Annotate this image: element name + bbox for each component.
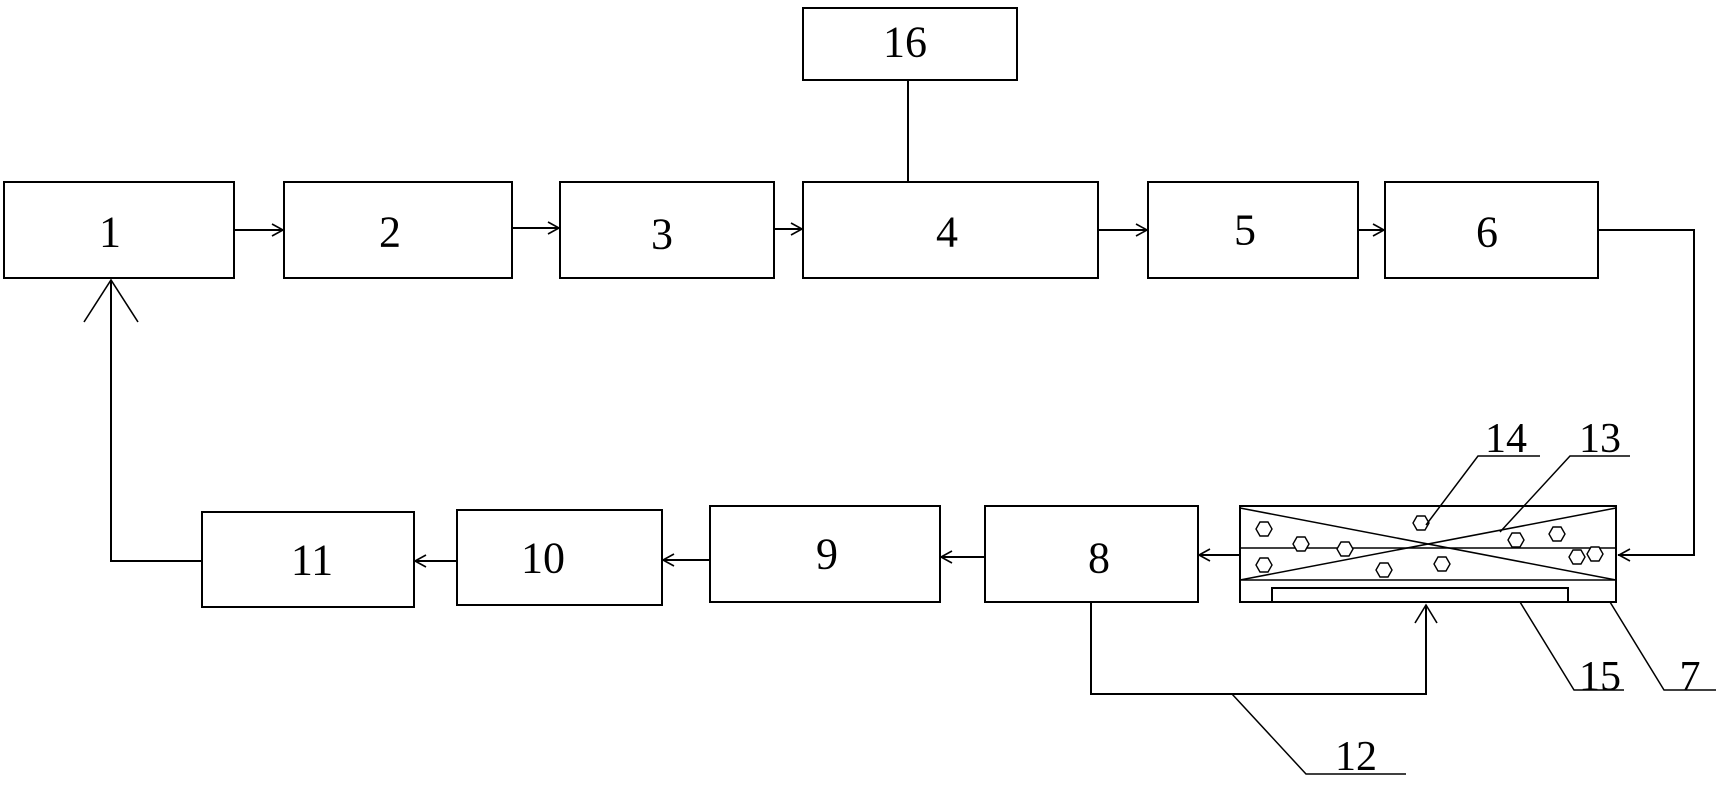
block-4-label: 4 [936, 208, 958, 257]
connector-1-2 [234, 223, 285, 237]
particle [1255, 557, 1273, 573]
block-4: 4 [802, 181, 1099, 279]
callout-15-label: 15 [1579, 654, 1621, 700]
callout-12-label: 12 [1335, 734, 1377, 780]
connector-2-3 [512, 221, 561, 235]
callout-12: 12 [1231, 693, 1406, 780]
block-9: 9 [709, 505, 941, 603]
callout-14: 14 [1425, 416, 1540, 526]
callout-15: 15 [1519, 601, 1624, 700]
callout-13: 13 [1499, 416, 1630, 533]
block-8: 8 [984, 505, 1199, 603]
chamber-7 [1239, 505, 1617, 603]
particle [1433, 556, 1451, 572]
block-5: 5 [1147, 181, 1359, 279]
connector-10-11 [413, 554, 457, 568]
block-2: 2 [283, 181, 513, 279]
block-9-label: 9 [816, 530, 838, 579]
connector-6-7 [1598, 229, 1695, 562]
particle [1255, 521, 1273, 537]
callout-7-label: 7 [1680, 654, 1701, 700]
connector-7-8 [1197, 548, 1240, 562]
block-1-label: 1 [99, 208, 121, 257]
block-16: 16 [802, 7, 1018, 81]
block-3-label: 3 [651, 210, 673, 259]
block-5-label: 5 [1234, 206, 1256, 255]
connector-9-10 [661, 553, 710, 567]
block-2-label: 2 [379, 208, 401, 257]
block-10: 10 [456, 509, 663, 606]
block-10-label: 10 [521, 534, 565, 583]
block-8-label: 8 [1088, 534, 1110, 583]
callout-14-label: 14 [1485, 416, 1527, 462]
particles-14 [1255, 515, 1604, 578]
callout-13-label: 13 [1579, 416, 1621, 462]
particle [1568, 549, 1586, 565]
block-6-label: 6 [1476, 208, 1498, 257]
block-1: 1 [3, 181, 235, 279]
particle [1586, 546, 1604, 562]
connector-4-5 [1098, 223, 1149, 237]
particle [1375, 562, 1393, 578]
callout-7: 7 [1609, 601, 1716, 700]
plate-15 [1271, 587, 1569, 603]
block-11-label: 11 [291, 536, 333, 585]
particle [1507, 532, 1525, 548]
connector-8-9 [939, 550, 985, 564]
connector-3-4 [774, 222, 804, 236]
block-6: 6 [1384, 181, 1599, 279]
block-11: 11 [201, 511, 415, 608]
connector-5-6 [1358, 223, 1386, 237]
particle [1336, 541, 1354, 557]
connector-12-return [1090, 602, 1438, 695]
block-16-label: 16 [883, 18, 927, 67]
particle [1292, 536, 1310, 552]
particle [1412, 515, 1430, 531]
block-3: 3 [559, 181, 775, 279]
particle [1548, 526, 1566, 542]
connector-11-1 [83, 278, 202, 562]
